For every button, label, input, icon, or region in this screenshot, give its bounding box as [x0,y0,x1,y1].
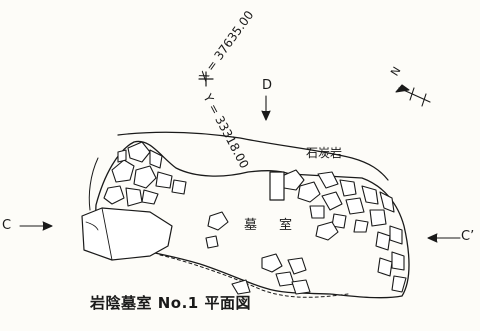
section-c-arrow-icon [19,221,53,231]
left-wall-stones [103,141,187,207]
chamber-label: 墓室 [244,218,315,233]
coal-rock-label: 石炭岩 [306,146,343,160]
right-slab [269,171,285,201]
floor-edge-dashed [159,254,349,298]
section-c-prime-arrow-icon [427,233,461,243]
outer-contour [88,157,99,211]
floor-stones [205,211,339,295]
section-d-arrow-icon [261,95,271,121]
section-d-label: D [262,78,273,93]
section-c-prime-label: C’ [461,229,475,244]
overhang-line [117,131,389,181]
right-wall-stones [281,169,407,293]
slab-edge [101,207,113,261]
entrance-slab [81,207,173,261]
north-arrow-icon [395,84,431,107]
datum-cross-icon [198,71,214,87]
figure-caption: 岩陰墓室 No.1 平面図 [90,294,251,312]
slab-hatch [85,221,99,231]
section-c-label: C [2,218,12,233]
